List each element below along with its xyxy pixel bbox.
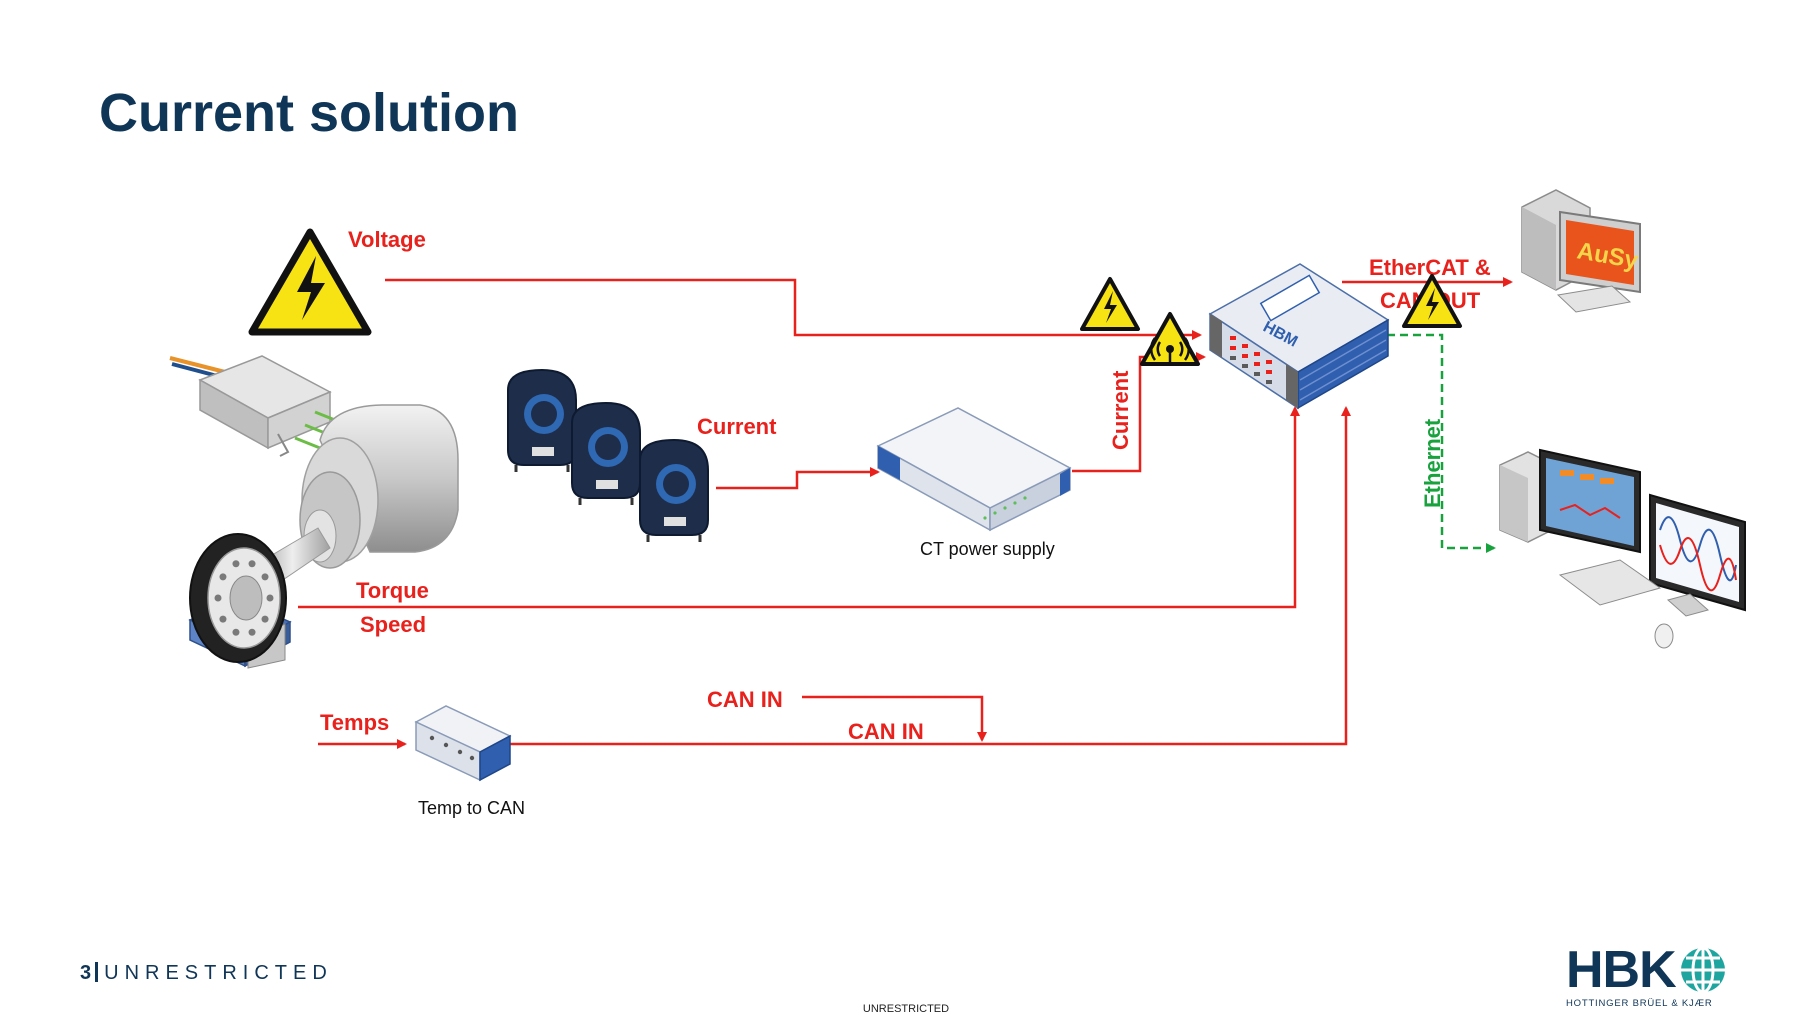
current-transducers	[507, 368, 709, 542]
ausy-pc: AuSy	[1521, 189, 1641, 313]
can-in-line	[510, 406, 1351, 746]
current-transducer-2	[571, 401, 641, 505]
high-voltage-warning-icon	[248, 228, 372, 336]
classification-label: UNRESTRICTED	[104, 962, 333, 984]
logo-subtitle: HOTTINGER BRÜEL & KJÆR	[1566, 998, 1713, 1009]
current-transducer-1	[507, 368, 577, 472]
logo-text: HBK	[1566, 941, 1677, 999]
voltage-label: Voltage	[348, 227, 426, 252]
flange-bolt	[248, 628, 256, 636]
flange-bolt	[261, 573, 269, 581]
flange-bolt	[261, 615, 269, 623]
ct-power-supply	[876, 407, 1072, 532]
torque-speed-line	[298, 406, 1300, 609]
current-transducer-3	[639, 438, 709, 542]
voltage-warning-icon	[1080, 277, 1140, 331]
footer-center-label: UNRESTRICTED	[862, 1003, 950, 1015]
footer-classification: 3 UNRESTRICTED	[80, 962, 333, 985]
flange-bolt	[219, 573, 227, 581]
hbk-logo: HBK HOTTINGER BRÜEL & KJÆR	[1566, 944, 1728, 1009]
hbm-daq-system: HBM	[1208, 263, 1390, 410]
current-sensor-line	[716, 467, 880, 490]
flange-bolt	[266, 594, 274, 602]
can-in-label-1: CAN IN	[707, 687, 783, 712]
temp-to-can-label: Temp to CAN	[418, 798, 525, 818]
ct-power-supply-label: CT power supply	[920, 539, 1055, 559]
speed-label: Speed	[360, 612, 426, 637]
temps-label: Temps	[320, 710, 389, 735]
current-vertical-label: Current	[1108, 370, 1133, 450]
radiation-warning-icon	[1140, 312, 1200, 366]
flange-bolts	[214, 560, 274, 636]
current-label: Current	[697, 414, 777, 439]
signal-lines	[298, 277, 1513, 749]
page-number: 3	[80, 962, 92, 984]
can-in-second-line	[802, 695, 987, 742]
ethernet-label: Ethernet	[1420, 418, 1445, 508]
flange-bolt	[232, 560, 240, 568]
can-in-label-2: CAN IN	[848, 719, 924, 744]
globe-icon	[1680, 946, 1725, 994]
ethernet-line	[1387, 333, 1496, 553]
motor-assembly	[169, 355, 459, 669]
flange-bolt	[248, 560, 256, 568]
ct-to-daq-line	[1072, 352, 1206, 473]
torque-label: Torque	[356, 578, 429, 603]
torque-flange-disc	[189, 533, 287, 663]
temp-to-can-module	[414, 705, 512, 782]
flange-bolt	[232, 628, 240, 636]
voltage-line	[385, 278, 1202, 340]
slide-title: Current solution	[99, 83, 519, 143]
flange-bolt	[219, 615, 227, 623]
workstation-pc	[1499, 448, 1746, 649]
flange-bolt	[214, 594, 222, 602]
footer-divider	[95, 962, 99, 982]
